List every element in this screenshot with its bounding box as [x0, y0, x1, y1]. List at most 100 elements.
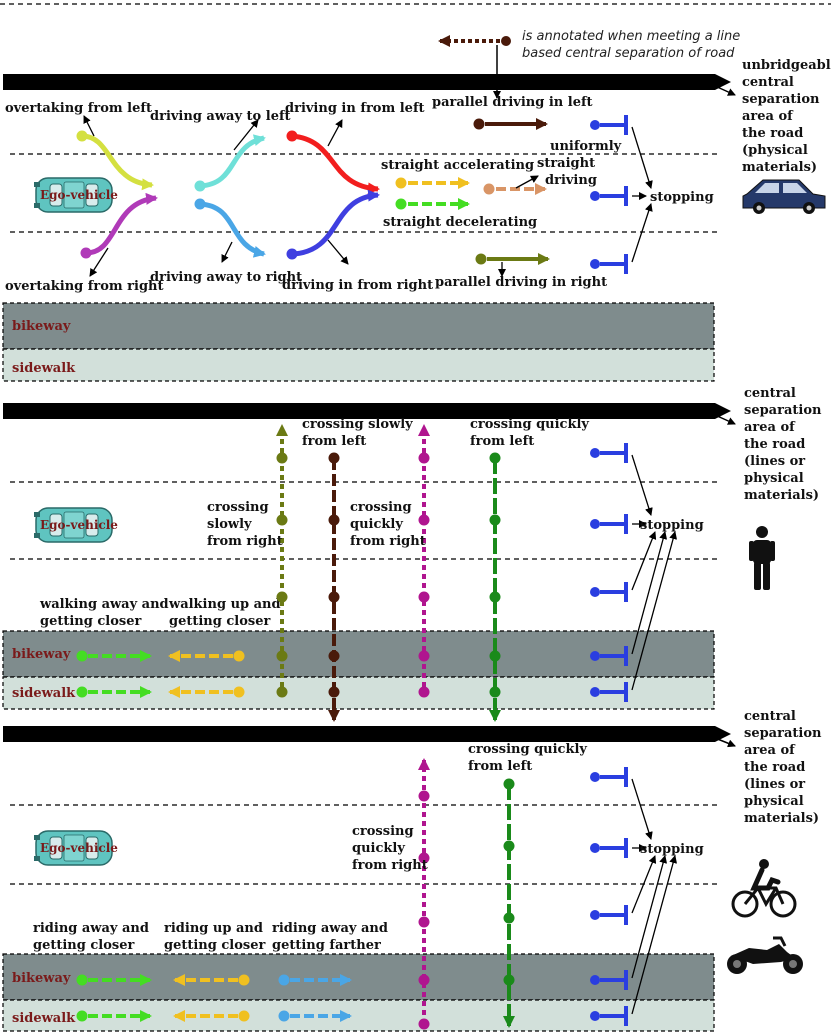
svg-text:(lines or: (lines or — [744, 454, 805, 469]
stopping-label: stopping — [640, 842, 704, 857]
riding-up-closer-label-1: riding up and — [164, 921, 263, 936]
svg-text:from left: from left — [470, 434, 534, 449]
svg-text:separation: separation — [742, 92, 820, 107]
ego-vehicle-label: Ego-vehicle — [40, 518, 118, 532]
straight-decelerating-label: straight decelerating — [383, 215, 537, 230]
overtaking-right-label: overtaking from right — [5, 279, 164, 294]
sidewalk-label: sidewalk — [12, 1011, 76, 1026]
svg-text:area of: area of — [744, 743, 796, 758]
svg-text:physical: physical — [744, 471, 804, 486]
svg-text:quickly: quickly — [352, 841, 405, 856]
crossing-quickly-right-label: crossing — [352, 824, 414, 839]
crossing-quickly-right-label: crossing — [350, 500, 412, 515]
svg-text:separation: separation — [744, 726, 822, 741]
driving-away-left-label: driving away to left — [150, 109, 291, 124]
pedestrian-icon — [749, 526, 775, 590]
walking-away-label-2: getting closer — [40, 614, 141, 629]
svg-text:the road: the road — [744, 437, 805, 452]
central-separation-bar — [3, 403, 731, 419]
crossing-quickly-left-label: crossing quickly — [468, 742, 587, 757]
svg-text:(lines or: (lines or — [744, 777, 805, 792]
svg-text:from right: from right — [207, 534, 283, 549]
svg-text:area of: area of — [744, 420, 796, 435]
uniform-driving-label-3: driving — [545, 173, 597, 188]
motorcycle-icon — [727, 936, 803, 974]
stopping-markers — [590, 115, 628, 274]
side-label-3: central separation area of the road (lin… — [744, 709, 822, 826]
side-label-2: central separation area of the road (lin… — [744, 386, 822, 503]
svg-text:from left: from left — [468, 759, 532, 774]
riding-away-closer-label-2: getting closer — [33, 938, 134, 953]
stopping-markers — [590, 443, 628, 702]
riding-away-farther-label-2: getting farther — [272, 938, 381, 953]
bikeway-label: bikeway — [12, 971, 71, 986]
bikeway-zone — [2, 953, 715, 1001]
riding-up-closer-label-2: getting closer — [164, 938, 265, 953]
driving-in-right-path — [291, 189, 380, 257]
stopping-label: stopping — [650, 190, 714, 205]
straight-accelerating-label: straight accelerating — [381, 158, 534, 173]
svg-text:area of: area of — [742, 109, 794, 124]
bikeway-zone — [2, 302, 715, 350]
driving-away-right-path — [199, 201, 266, 258]
driving-in-right-label: driving in from right — [282, 278, 433, 293]
overtaking-left-label: overtaking from left — [5, 101, 152, 116]
svg-text:central: central — [744, 386, 796, 401]
svg-text:the road: the road — [744, 760, 805, 775]
svg-text:central: central — [744, 709, 796, 724]
ego-vehicle-label: Ego-vehicle — [40, 188, 118, 202]
crossing-slowly-left-label: crossing slowly — [302, 417, 413, 432]
bikeway-label: bikeway — [12, 647, 71, 662]
central-separation-bar — [3, 726, 731, 742]
stopping-markers — [590, 767, 628, 1026]
walking-away-label-1: walking away and — [39, 597, 169, 612]
svg-text:materials): materials) — [744, 811, 819, 826]
stopping-label: stopping — [640, 518, 704, 533]
svg-text:from right: from right — [352, 858, 428, 873]
car-icon — [742, 179, 826, 214]
svg-text:physical: physical — [744, 794, 804, 809]
driving-in-left-path — [291, 133, 380, 195]
riding-away-farther-label-1: riding away and — [272, 921, 388, 936]
ego-vehicle-label: Ego-vehicle — [40, 841, 118, 855]
svg-text:the road: the road — [742, 126, 803, 141]
svg-text:materials): materials) — [742, 160, 817, 175]
svg-text:from right: from right — [350, 534, 426, 549]
annotation-note-line2: based central separation of road — [522, 46, 735, 61]
walking-up-label-1: walking up and — [168, 597, 281, 612]
svg-text:separation: separation — [744, 403, 822, 418]
uniform-driving-label-2: straight — [537, 156, 595, 171]
bicycle-icon — [731, 859, 797, 918]
svg-text:materials): materials) — [744, 488, 819, 503]
side-label-1: unbridgeable central separation area of … — [742, 58, 831, 175]
annotation-note-line1: is annotated when meeting a line — [522, 29, 740, 44]
walking-up-label-2: getting closer — [169, 614, 270, 629]
driving-away-left-path — [199, 134, 266, 189]
central-separation-bar — [3, 74, 731, 90]
uniform-driving-label-1: uniformly — [550, 139, 622, 154]
panel-pedestrian: bikeway sidewalk Ego-vehicle walking awa… — [2, 386, 822, 722]
sidewalk-label: sidewalk — [12, 686, 76, 701]
svg-text:slowly: slowly — [207, 517, 252, 532]
crossing-quickly-left-label: crossing quickly — [470, 417, 589, 432]
sidewalk-label: sidewalk — [12, 361, 76, 376]
panel-cyclist: bikeway sidewalk Ego-vehicle riding away… — [2, 709, 822, 1032]
riding-away-closer-label-1: riding away and — [33, 921, 149, 936]
svg-text:(physical: (physical — [742, 143, 808, 158]
overtaking-left-path — [81, 133, 154, 191]
parallel-left-label: parallel driving in left — [432, 95, 593, 110]
crossing-slowly-right-label: crossing — [207, 500, 269, 515]
driving-in-left-label: driving in from left — [285, 101, 425, 116]
separation-pointer — [714, 85, 736, 96]
overtaking-right-path — [85, 192, 158, 256]
sidewalk-zone — [2, 348, 715, 382]
bikeway-label: bikeway — [12, 319, 71, 334]
svg-text:central: central — [742, 75, 794, 90]
panel-vehicle: bikeway sidewalk Ego-vehicle is annotate… — [2, 29, 831, 382]
driving-away-right-label: driving away to right — [150, 270, 302, 285]
svg-text:unbridgeable: unbridgeable — [742, 58, 831, 73]
parallel-right-label: parallel driving in right — [435, 275, 607, 290]
svg-text:quickly: quickly — [350, 517, 403, 532]
